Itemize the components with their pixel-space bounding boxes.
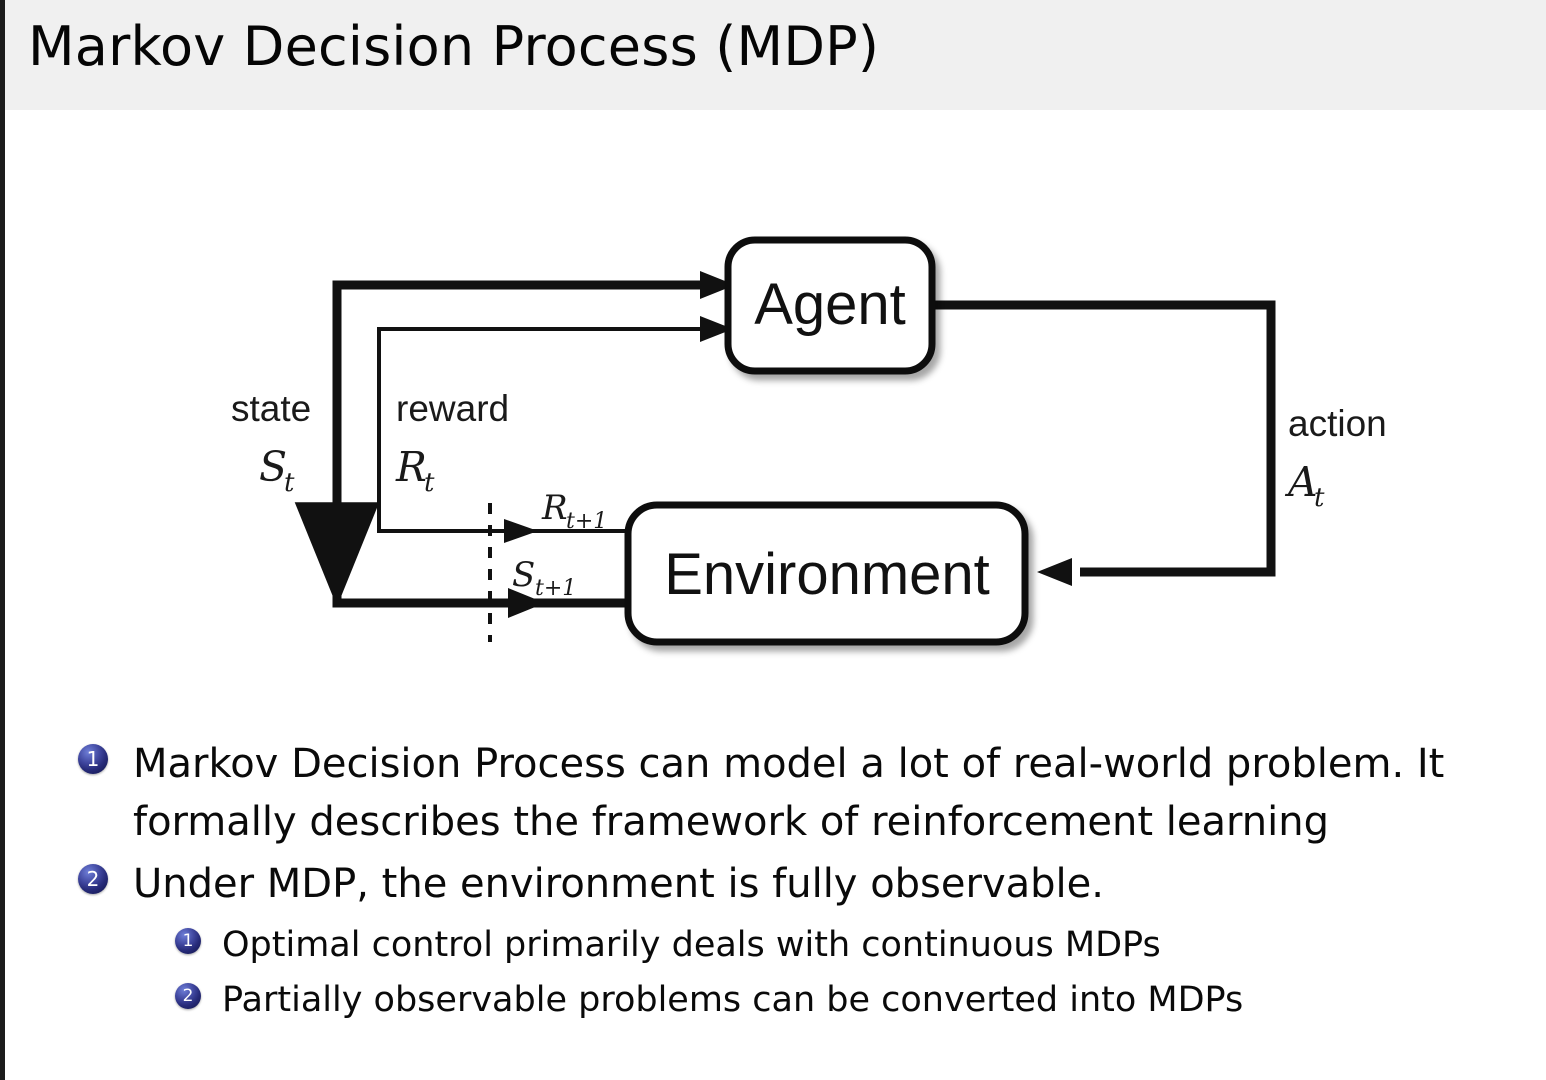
agent-environment-diagram: Agent Environment state S t reward R t — [0, 118, 1546, 708]
action-label-group: action A t — [1284, 403, 1387, 513]
reward-label-subscript: t — [424, 468, 435, 498]
reward-loop-path — [377, 327, 700, 533]
sub-list-item-text-1: Optimal control primarily deals with con… — [222, 925, 1161, 965]
reward-label-group: reward R t — [395, 388, 509, 498]
reward-arrowhead-boundary — [504, 519, 538, 543]
agent-box: Agent — [724, 236, 936, 375]
list-item[interactable]: 1 Markov Decision Process can model a lo… — [0, 735, 1546, 851]
sub-list-item-text-2: Partially observable problems can be con… — [222, 979, 1244, 1020]
list-bullet-badge-2: 2 — [78, 864, 108, 894]
action-label-word: action — [1288, 403, 1387, 444]
reward-label-symbol: R — [395, 443, 427, 491]
state-arrowhead-agent — [700, 271, 735, 299]
content-list: 1 Markov Decision Process can model a lo… — [0, 735, 1546, 1028]
agent-box-label: Agent — [754, 272, 906, 337]
list-item-text-2: Under MDP, the environment is fully obse… — [133, 861, 1104, 907]
state-label-group: state S t — [231, 388, 311, 498]
slide-left-rule — [0, 0, 5, 1080]
next-state-symbol: S — [512, 555, 535, 595]
page-title: Markov Decision Process (MDP) — [28, 15, 880, 78]
list-item-1-line-2: formally describes the framework of rein… — [133, 799, 1329, 845]
next-reward-subscript: t+1 — [566, 509, 607, 534]
state-label-symbol: S — [259, 443, 287, 491]
environment-box-label: Environment — [664, 542, 990, 607]
action-loop-path — [932, 300, 1276, 577]
list-item-1-line-1: Markov Decision Process can model a lot … — [133, 741, 1445, 787]
list-item[interactable]: 2 Under MDP, the environment is fully ob… — [0, 855, 1546, 913]
reward-arrowhead-agent — [700, 316, 733, 342]
list-item[interactable]: 1 Optimal control primarily deals with c… — [0, 919, 1546, 972]
sub-list-bullet-badge-1: 1 — [175, 928, 201, 954]
list-item[interactable]: 2 Partially observable problems can be c… — [0, 974, 1546, 1027]
action-label-symbol: A — [1284, 458, 1318, 506]
reward-label-word: reward — [396, 388, 509, 429]
state-label-subscript: t — [284, 468, 295, 498]
list-item-text-1: Markov Decision Process can model a lot … — [133, 735, 1444, 851]
next-state-subscript: t+1 — [535, 576, 576, 601]
state-loop-path — [332, 280, 700, 608]
next-state-label-group: S t+1 — [512, 555, 576, 601]
environment-box: Environment — [624, 501, 1029, 646]
list-bullet-badge-1: 1 — [78, 744, 108, 774]
next-reward-label-group: R t+1 — [541, 488, 607, 534]
sub-list-bullet-badge-2: 2 — [175, 982, 201, 1009]
sub-list: 1 Optimal control primarily deals with c… — [0, 919, 1546, 1026]
state-label-word: state — [231, 388, 311, 429]
action-arrowhead-environment — [1037, 558, 1072, 586]
action-label-subscript: t — [1314, 483, 1325, 513]
state-arrowhead-boundary — [508, 588, 545, 618]
slide-header-band — [5, 0, 1546, 110]
next-reward-symbol: R — [541, 488, 568, 528]
